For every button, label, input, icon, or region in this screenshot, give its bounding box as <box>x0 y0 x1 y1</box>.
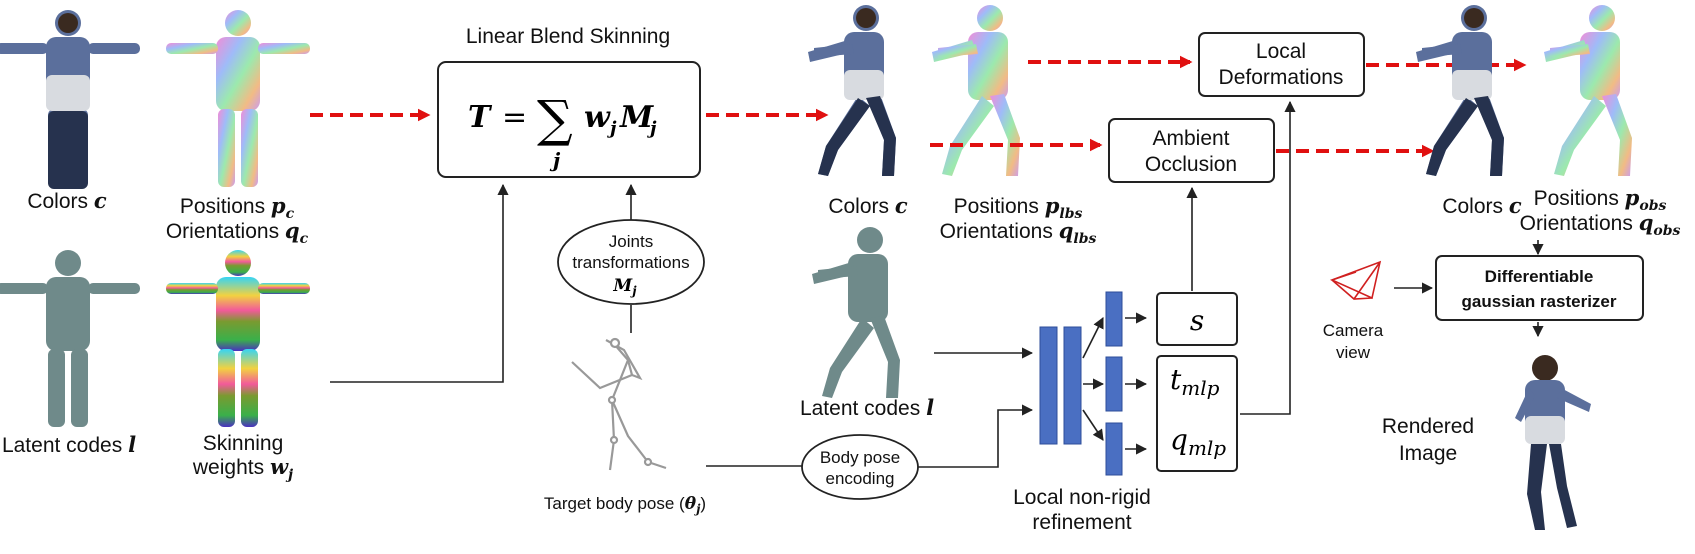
encoding-to-mlp-line <box>918 404 1034 468</box>
canonical-colors-figure <box>0 10 140 189</box>
posed-latent-label: Latent codes l <box>800 395 934 420</box>
body-pose-line1: Body pose <box>820 448 900 467</box>
rendered-line1: Rendered <box>1382 415 1474 438</box>
svg-text:j: j <box>607 118 617 139</box>
ambient-occlusion-line2: Occlusion <box>1145 153 1237 176</box>
local-deformations-line2: Deformations <box>1219 66 1344 89</box>
posed-positions-label: Positions plbs <box>954 193 1083 222</box>
target-skeleton <box>571 337 667 471</box>
canonical-positions-label: Positions pc <box>180 193 295 222</box>
canonical-latent-label: Latent codes l <box>2 432 136 457</box>
local-deformations-line1: Local <box>1256 40 1306 63</box>
mlp-branch-s <box>1082 316 1104 359</box>
joints-line2: transformations <box>572 253 689 272</box>
s-output: s <box>1190 304 1204 337</box>
joints-line1: Joints <box>609 232 653 251</box>
canonical-latent-figure <box>0 250 140 427</box>
observed-orientations-label: Orientations qobs <box>1520 210 1681 239</box>
canonical-weights-label: weights wj <box>192 454 293 483</box>
lbs-box <box>437 61 701 178</box>
target-pose-label: Target body pose (θj) <box>544 494 706 516</box>
posed-colors-label: Colors c <box>828 193 908 218</box>
svg-text:j: j <box>647 118 657 139</box>
rasterizer-box <box>1435 255 1644 321</box>
rendered-image-figure <box>1515 355 1591 530</box>
svg-text:M: M <box>619 100 654 135</box>
svg-text:T: T <box>468 100 493 135</box>
posed-latent-figure <box>812 227 900 398</box>
weights-to-lbs-line <box>330 183 509 383</box>
ambient-occlusion-box <box>1108 118 1275 183</box>
camera-icon <box>1329 260 1382 300</box>
canonical-skinning-label: Skinning <box>203 432 284 455</box>
tq-to-local-deformations-arrow <box>1240 100 1296 415</box>
camera-line2: view <box>1336 343 1371 362</box>
posed-orientations-label: Orientations qlbs <box>940 218 1097 247</box>
observed-positions-figure <box>1544 5 1632 176</box>
canonical-orientations-label: Orientations qc <box>166 218 309 247</box>
q-output: qmlp <box>1170 423 1226 460</box>
mlp-branch-q <box>1082 409 1104 441</box>
joints-symbol: Mj <box>612 276 637 298</box>
mlp-network <box>1039 291 1123 476</box>
lbs-title: Linear Blend Skinning <box>466 25 670 48</box>
canonical-positions-figure <box>166 10 310 187</box>
camera-line1: Camera <box>1323 321 1384 340</box>
posed-colors-figure <box>808 5 896 176</box>
svg-text:w: w <box>584 100 611 135</box>
rasterizer-line2: gaussian rasterizer <box>1462 292 1617 311</box>
refinement-line1: Local non-rigid <box>1013 486 1151 509</box>
observed-positions-label: Positions pobs <box>1534 185 1667 214</box>
rasterizer-line1: Differentiable <box>1485 267 1594 286</box>
observed-colors-figure <box>1416 5 1504 176</box>
refinement-line2: refinement <box>1032 511 1131 534</box>
rendered-line2: Image <box>1399 442 1457 465</box>
local-deformations-box <box>1198 32 1365 97</box>
posed-positions-figure <box>932 5 1020 176</box>
svg-text:∑: ∑ <box>537 90 573 148</box>
s-output-box <box>1156 292 1238 346</box>
body-pose-line2: encoding <box>825 469 894 488</box>
observed-colors-label: Colors c <box>1442 193 1522 218</box>
tq-output-box <box>1156 355 1238 472</box>
canonical-skinning-figure <box>166 250 310 427</box>
canonical-colors-label: Colors c <box>27 188 107 213</box>
ambient-occlusion-line1: Ambient <box>1152 127 1229 150</box>
t-output: tmlp <box>1170 363 1220 400</box>
svg-text:=: = <box>502 100 527 135</box>
body-pose-ellipse <box>801 434 919 500</box>
